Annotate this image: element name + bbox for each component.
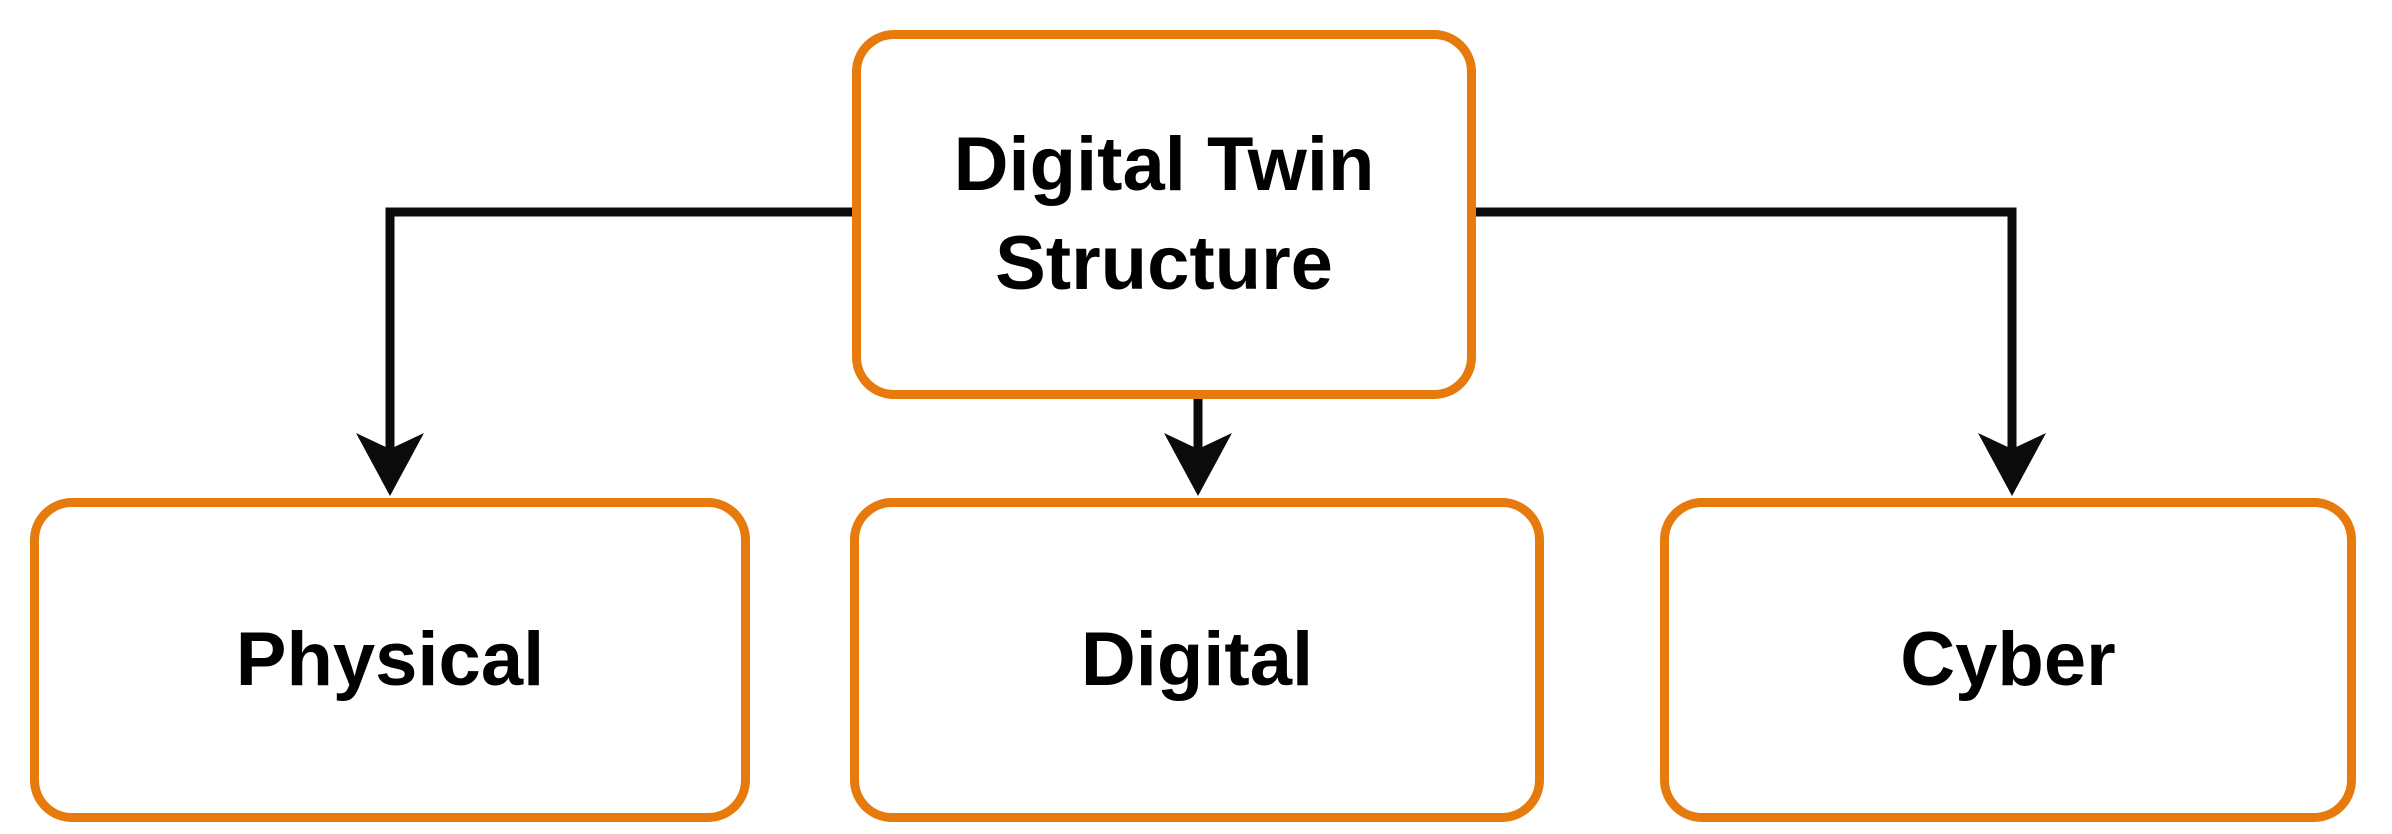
edge-root-to-cyber [1476, 207, 2046, 496]
node-digital: Digital [850, 498, 1544, 822]
node-digital-twin-structure-label: Digital Twin Structure [953, 121, 1375, 306]
edge-root-to-physical [356, 207, 852, 496]
arrowhead-cyber-icon [1978, 433, 2046, 496]
edge-root-to-cyber-line [1476, 207, 2017, 451]
arrowhead-digital-icon [1164, 433, 1232, 496]
edge-root-to-digital [1164, 395, 1232, 496]
node-digital-twin-structure: Digital Twin Structure [852, 30, 1476, 399]
edge-root-to-physical-line [385, 207, 852, 451]
node-physical-label: Physical [235, 616, 545, 702]
node-physical: Physical [30, 498, 750, 822]
node-cyber-label: Cyber [1900, 616, 2116, 702]
node-digital-label: Digital [1080, 616, 1314, 702]
arrowhead-physical-icon [356, 433, 424, 496]
node-cyber: Cyber [1660, 498, 2356, 822]
